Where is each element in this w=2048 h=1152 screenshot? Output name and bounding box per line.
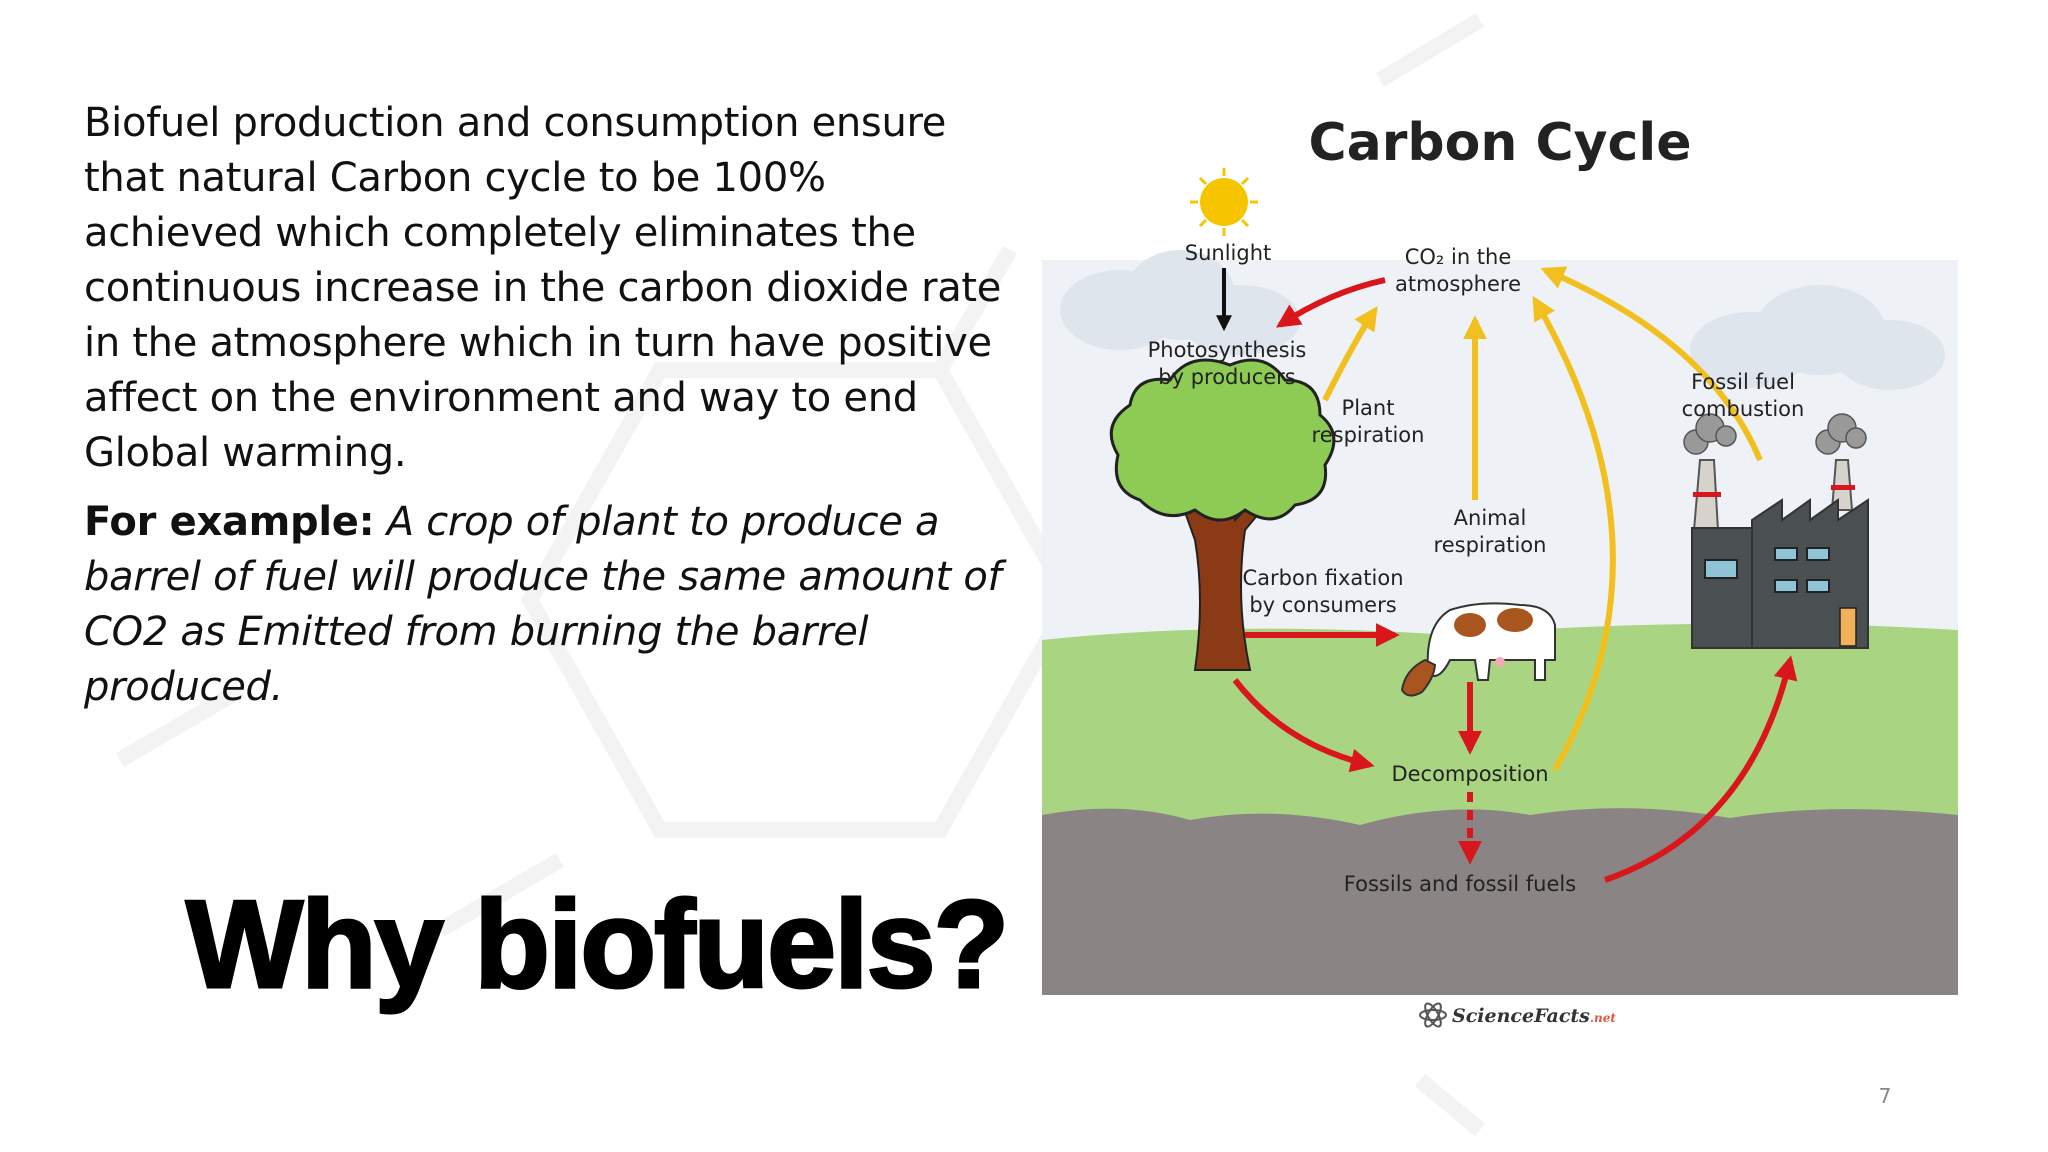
grass [1042,623,1958,840]
label-carbon-fixation-line1: Carbon fixation [1242,566,1403,590]
arrow-fossils-to-factory [1604,655,1798,883]
intro-paragraph: Biofuel production and consumption ensur… [84,100,1002,476]
label-plant-respiration-line1: Plant [1342,396,1395,420]
arrow-plant-respiration [1322,306,1378,402]
ground [1042,808,1958,995]
example-label: For example: [84,499,375,545]
label-plant-respiration-line2: respiration [1312,423,1425,447]
arrow-co2-to-photosynthesis [1275,277,1386,328]
carbon-cycle-diagram: Carbon Cycle Sunlight CO₂ in the atmosph… [1042,113,1958,1028]
label-photosynthesis-line2: by producers [1158,365,1295,389]
example-text: A crop of plant to produce a barrel of f… [84,499,1002,710]
label-co2-line1: CO₂ in the [1405,245,1512,269]
arrow-tree-to-decomposition [1232,678,1375,773]
label-animal-respiration-line1: Animal [1454,506,1527,530]
arrow-fossil-combustion [1540,266,1763,462]
sciencefacts-credit: ScienceFacts.net [1419,1002,1616,1028]
carbon-cycle-figure: Carbon Cycle Sunlight CO₂ in the atmosph… [1030,80,1990,1040]
svg-text:ScienceFacts.net: ScienceFacts.net [1452,1005,1616,1027]
arrow-decomposition-to-co2 [1532,295,1616,772]
label-decomposition: Decomposition [1391,762,1548,786]
page-number: 7 [1878,1084,1892,1108]
body-text: Biofuel production and consumption ensur… [84,96,1014,729]
factory-icon [1683,413,1869,649]
credit-suffix: .net [1590,1011,1617,1025]
example-paragraph: For example: A crop of plant to produce … [84,495,1014,715]
cow-icon [1400,602,1556,697]
label-fossil-combustion-line1: Fossil fuel [1691,370,1795,394]
slide-title: Why biofuels? [185,876,1011,1014]
atom-icon [1419,1002,1447,1028]
label-co2-line2: atmosphere [1395,272,1521,296]
label-photosynthesis-line1: Photosynthesis [1148,338,1307,362]
credit-text: ScienceFacts [1452,1005,1590,1027]
label-animal-respiration-line2: respiration [1434,533,1547,557]
diagram-title: Carbon Cycle [1309,113,1692,173]
label-fossil-combustion-line2: combustion [1682,397,1805,421]
cloud-right [1690,285,1945,390]
cloud-left [1060,250,1300,355]
label-carbon-fixation-line2: by consumers [1249,593,1396,617]
label-fossils: Fossils and fossil fuels [1344,872,1576,896]
tree-icon [1109,358,1336,671]
sun-icon [1190,168,1258,236]
label-sunlight: Sunlight [1185,241,1272,265]
